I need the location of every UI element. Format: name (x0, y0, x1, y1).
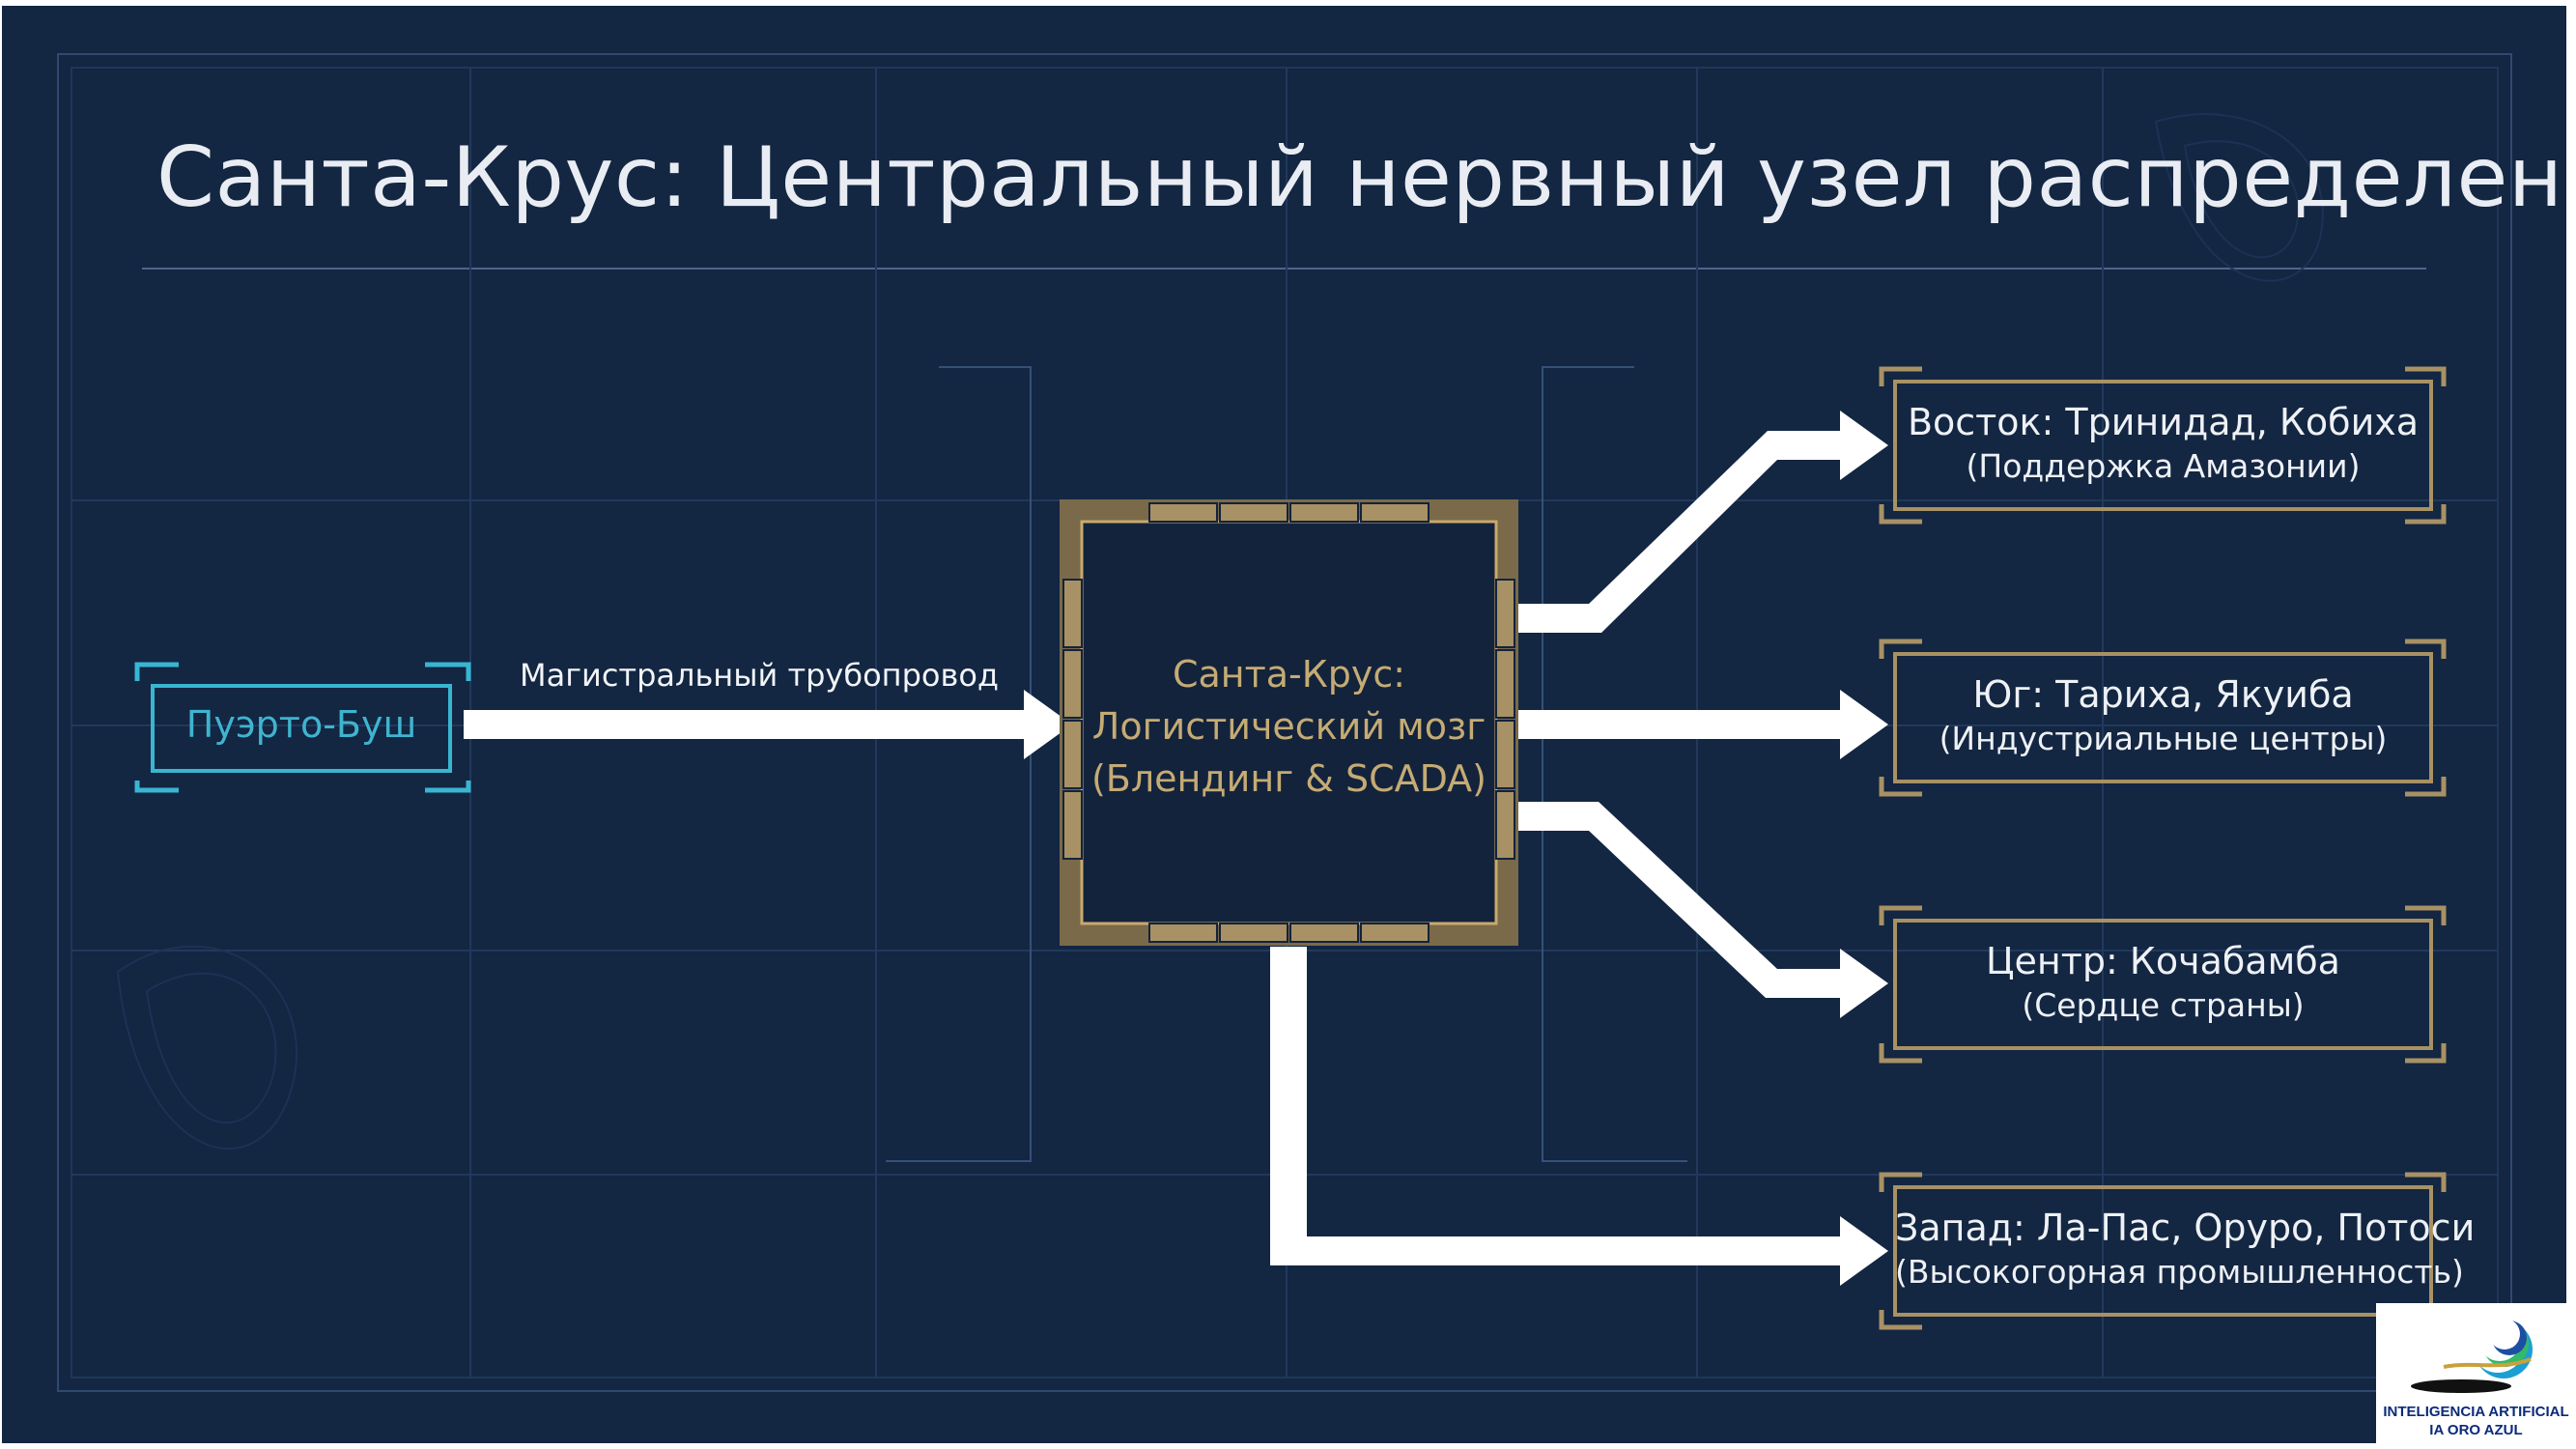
page-title: Санта-Крус: Центральный нервный узел рас… (156, 129, 2566, 226)
pipeline-label: Магистральный трубопровод (520, 657, 1000, 694)
destination-center: Центр: Кочабамба (Сердце страны) (1895, 938, 2431, 1027)
destination-west: Запад: Ла-Пас, Оруро, Потоси (Высокогорн… (1895, 1205, 2476, 1293)
logo-line-2: IA ORO AZUL (2429, 1422, 2523, 1438)
logo-line-1: INTELIGENCIA ARTIFICIAL (2383, 1404, 2569, 1420)
arrow-west (1270, 947, 1888, 1286)
arrow-south (1518, 690, 1888, 759)
destination-south: Юг: Тариха, Якуиба (Индустриальные центр… (1895, 671, 2431, 760)
destination-subtitle: (Индустриальные центры) (1939, 720, 2388, 757)
logo-text: INTELIGENCIA ARTIFICIAL IA ORO AZUL (2376, 1403, 2576, 1439)
arrows (464, 411, 1888, 1286)
destination-title: Восток: Тринидад, Кобиха (1907, 401, 2420, 443)
hub-node (1060, 499, 1518, 946)
ia-oro-azul-logo: INTELIGENCIA ARTIFICIAL IA ORO AZUL (2376, 1303, 2576, 1449)
hub-line-1: Санта-Крус: (1172, 653, 1406, 696)
destination-title: Юг: Тариха, Якуиба (1972, 673, 2354, 716)
destination-box-south (1879, 639, 2447, 797)
destination-title: Центр: Кочабамба (1986, 940, 2340, 982)
source-label: Пуэрто-Буш (185, 703, 417, 746)
pipeline-arrow (464, 690, 1072, 759)
destination-east: Восток: Тринидад, Кобиха (Поддержка Амаз… (1895, 399, 2431, 488)
source-node (134, 662, 471, 793)
destination-subtitle: (Поддержка Амазонии) (1966, 447, 2361, 485)
hub-line-2: Логистический мозг (1091, 705, 1486, 748)
destination-title: Запад: Ла-Пас, Оруро, Потоси (1895, 1207, 2476, 1249)
logo-icon (2411, 1319, 2533, 1393)
destination-subtitle: (Высокогорная промышленность) (1895, 1253, 2464, 1291)
arrow-east (1518, 411, 1888, 633)
hub-line-3: (Блендинг & SCADA) (1090, 757, 1487, 800)
destination-subtitle: (Сердце страны) (2022, 986, 2305, 1024)
destination-box-center (1879, 905, 2447, 1064)
arrow-center (1518, 802, 1888, 1018)
hub-label: Санта-Крус: Логистический мозг (Блендинг… (1082, 648, 1496, 805)
destination-box-east (1879, 366, 2447, 525)
